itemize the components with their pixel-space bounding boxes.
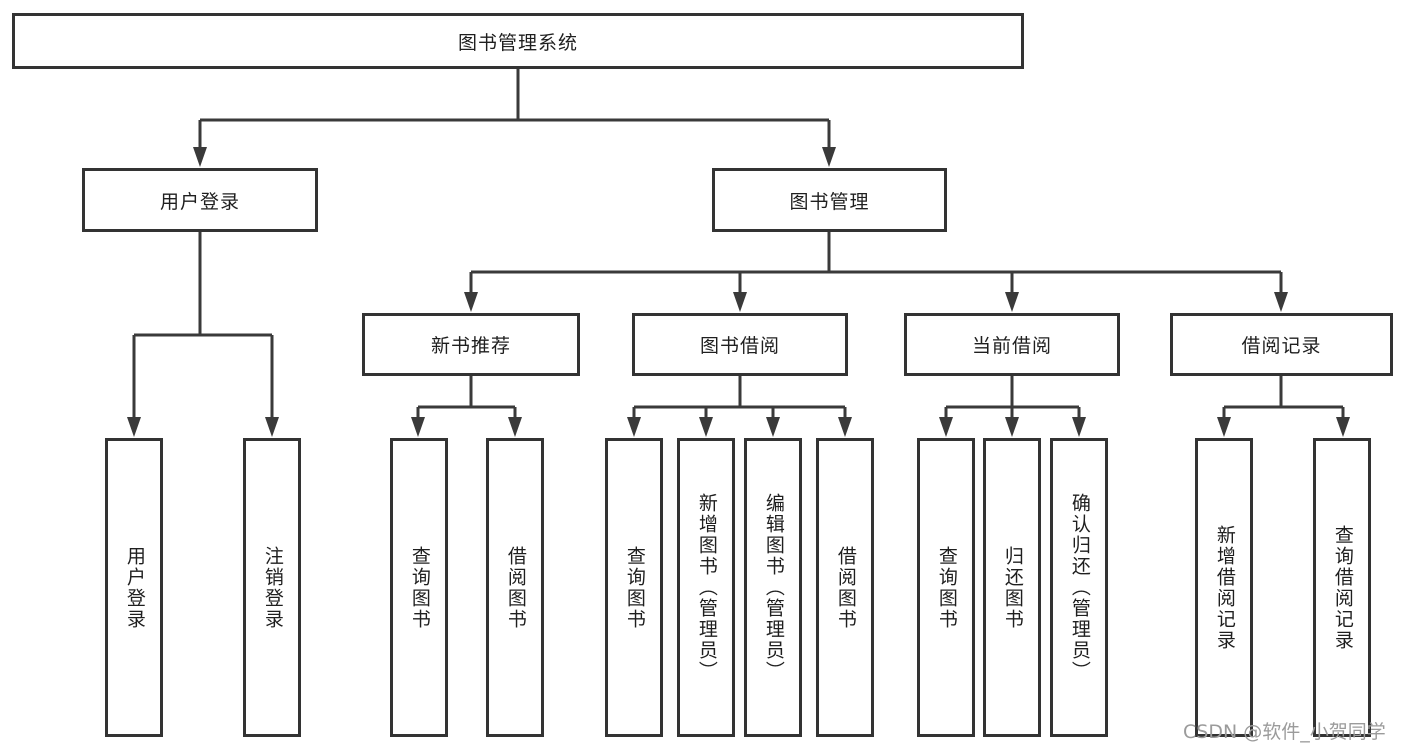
node-book-borrow: 图书借阅	[632, 313, 848, 376]
node-book-management: 图书管理	[712, 168, 947, 232]
leaf-borrow-books-recommend: 借阅图书	[486, 438, 544, 737]
leaf-add-borrow-record: 新增借阅记录	[1195, 438, 1253, 737]
node-borrow-records: 借阅记录	[1170, 313, 1393, 376]
leaf-borrow-books: 借阅图书	[816, 438, 874, 737]
node-user-login: 用户登录	[82, 168, 318, 232]
leaf-add-books-admin: 新增图书（管理员）	[677, 438, 735, 737]
leaf-edit-books-admin: 编辑图书（管理员）	[744, 438, 802, 737]
leaf-return-books: 归还图书	[983, 438, 1041, 737]
leaf-confirm-return-admin: 确认归还（管理员）	[1050, 438, 1108, 737]
watermark: CSDN @软件_小贺同学	[1183, 721, 1386, 743]
leaf-query-books-current: 查询图书	[917, 438, 975, 737]
leaf-user-login: 用户登录	[105, 438, 163, 737]
node-new-book-recommend: 新书推荐	[362, 313, 580, 376]
arrowheads	[127, 147, 1350, 437]
node-library-system: 图书管理系统	[12, 13, 1024, 69]
leaf-query-books-recommend: 查询图书	[390, 438, 448, 737]
leaf-query-books-borrow: 查询图书	[605, 438, 663, 737]
leaf-logout: 注销登录	[243, 438, 301, 737]
leaf-query-borrow-record: 查询借阅记录	[1313, 438, 1371, 737]
node-current-borrow: 当前借阅	[904, 313, 1120, 376]
